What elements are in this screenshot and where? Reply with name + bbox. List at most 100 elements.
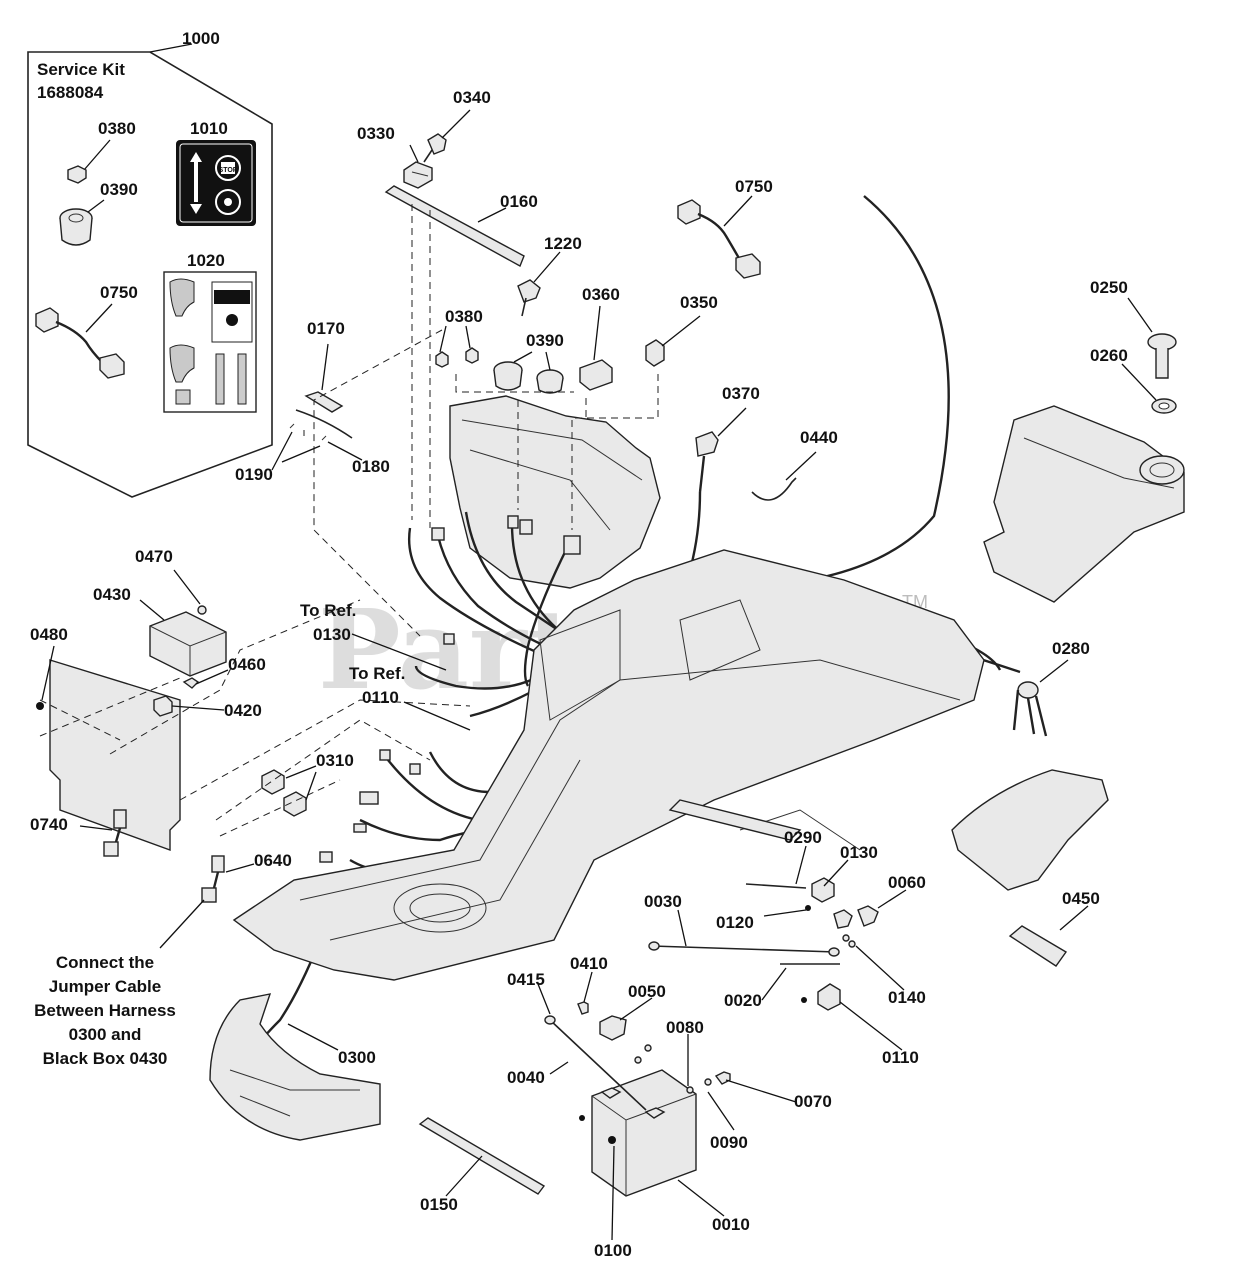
callout-0310[interactable]: 0310 (316, 751, 354, 770)
callout-0350[interactable]: 0350 (680, 293, 718, 312)
switch-0390-b (536, 369, 564, 394)
screw-0410 (577, 1001, 589, 1015)
callout-0080[interactable]: 0080 (666, 1018, 704, 1037)
callout-0190[interactable]: 0190 (235, 465, 273, 484)
part-0170 (304, 391, 344, 413)
callout-0370[interactable]: 0370 (722, 384, 760, 403)
grommet-0280 (1017, 681, 1039, 699)
callout-0040[interactable]: 0040 (507, 1068, 545, 1087)
callout-0030[interactable]: 0030 (644, 892, 682, 911)
washer-0080 (704, 1078, 712, 1086)
ref-0110-line2[interactable]: 0110 (362, 688, 399, 707)
cable-0030 (651, 945, 837, 953)
decal-1020 (163, 271, 257, 413)
solenoid-0130 (811, 877, 835, 903)
callout-0060[interactable]: 0060 (888, 873, 926, 892)
fuel-neck (1139, 455, 1185, 485)
callout-0170[interactable]: 0170 (307, 319, 345, 338)
key-1220 (517, 279, 541, 317)
service-kit-title: Service Kit (37, 60, 125, 79)
callout-0470[interactable]: 0470 (135, 547, 173, 566)
kit-ignition-part (59, 208, 93, 246)
callout-0090[interactable]: 0090 (710, 1133, 748, 1152)
kit-callout-1010[interactable]: 1010 (190, 119, 228, 138)
engine-icon (215, 189, 241, 215)
callout-0740[interactable]: 0740 (30, 815, 68, 834)
callout-0140[interactable]: 0140 (888, 988, 926, 1007)
callout-0440[interactable]: 0440 (800, 428, 838, 447)
note-line3: Between Harness (34, 1001, 176, 1020)
bolt-0070 (714, 1071, 731, 1085)
nut-0140-b (848, 940, 856, 948)
callout-0360[interactable]: 0360 (582, 285, 620, 304)
callout-0020[interactable]: 0020 (724, 991, 762, 1010)
callout-0480[interactable]: 0480 (30, 625, 68, 644)
callout-0300[interactable]: 0300 (338, 1048, 376, 1067)
callout-1000[interactable]: 1000 (182, 29, 220, 48)
connector-j (319, 851, 333, 863)
callout-0640[interactable]: 0640 (254, 851, 292, 870)
screw-0190-a (289, 423, 295, 429)
connector-k (359, 791, 379, 805)
callout-0250[interactable]: 0250 (1090, 278, 1128, 297)
kit-callout-0750[interactable]: 0750 (100, 283, 138, 302)
ref-0130-line2[interactable]: 0130 (313, 625, 351, 644)
callout-0330[interactable]: 0330 (357, 124, 395, 143)
callout-0160[interactable]: 0160 (500, 192, 538, 211)
fuel-cap-0250 (1147, 333, 1177, 379)
connector-h (409, 763, 421, 775)
battery-terminal-a (600, 1087, 622, 1099)
callout-0420[interactable]: 0420 (224, 701, 262, 720)
callout-0450[interactable]: 0450 (1062, 889, 1100, 908)
fuel-tank (983, 405, 1185, 603)
fuel-tank-assembly (951, 333, 1185, 967)
part-0460 (182, 677, 200, 689)
switch-0310-a (261, 769, 285, 795)
switch-0310-b (283, 791, 307, 817)
washer-0090 (686, 1086, 694, 1094)
bulb-0380-a (435, 351, 449, 368)
callout-0180[interactable]: 0180 (352, 457, 390, 476)
callout-0460[interactable]: 0460 (228, 655, 266, 674)
side-panel (49, 659, 181, 851)
callout-1220[interactable]: 1220 (544, 234, 582, 253)
kit-callout-0390[interactable]: 0390 (100, 180, 138, 199)
callout-0280[interactable]: 0280 (1052, 639, 1090, 658)
grip-0450 (1008, 925, 1068, 967)
left-panel-assembly (36, 599, 471, 903)
callout-0415[interactable]: 0415 (507, 970, 545, 989)
callout-0390[interactable]: 0390 (526, 331, 564, 350)
connector-a (431, 527, 445, 541)
kit-leader-0380 (83, 139, 111, 171)
arrow-up-icon (190, 152, 202, 162)
relay-0370 (695, 431, 719, 457)
service-kit-number: 1688084 (37, 83, 104, 102)
callout-0050[interactable]: 0050 (628, 982, 666, 1001)
callout-0100[interactable]: 0100 (594, 1241, 632, 1260)
callout-0150[interactable]: 0150 (420, 1195, 458, 1214)
kit-callout-0380[interactable]: 0380 (98, 119, 136, 138)
callout-0260[interactable]: 0260 (1090, 346, 1128, 365)
callout-0130[interactable]: 0130 (840, 843, 878, 862)
callout-0340[interactable]: 0340 (453, 88, 491, 107)
cable-0040 (549, 1019, 647, 1111)
leader-lines (41, 109, 1157, 1241)
kit-bulb-part (67, 165, 87, 184)
wire-0290 (745, 883, 807, 889)
callout-0410[interactable]: 0410 (570, 954, 608, 973)
switch-0390-a (493, 361, 523, 391)
solenoid-0110 (817, 983, 841, 1011)
callout-0070[interactable]: 0070 (794, 1092, 832, 1111)
battery-terminal-b (644, 1107, 666, 1119)
kit-callout-1020[interactable]: 1020 (187, 251, 225, 270)
callout-0120[interactable]: 0120 (716, 913, 754, 932)
callout-0290[interactable]: 0290 (784, 828, 822, 847)
callout-0750[interactable]: 0750 (735, 177, 773, 196)
relay-0420 (153, 695, 173, 717)
connector-c (519, 519, 533, 535)
callout-0110[interactable]: 0110 (882, 1048, 919, 1067)
note-line5: Black Box 0430 (43, 1049, 168, 1068)
callout-0380[interactable]: 0380 (445, 307, 483, 326)
callout-0010[interactable]: 0010 (712, 1215, 750, 1234)
callout-0430[interactable]: 0430 (93, 585, 131, 604)
